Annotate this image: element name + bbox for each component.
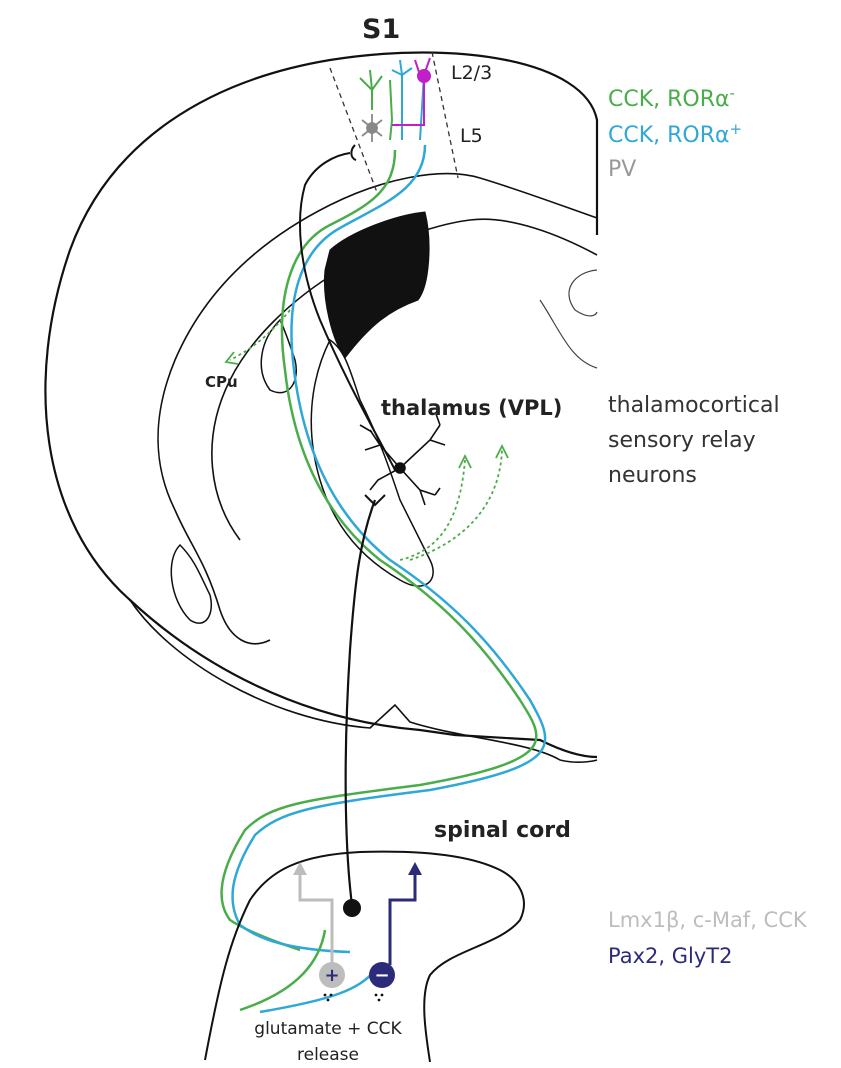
- lateral-fold: [171, 545, 211, 623]
- thal-dotted-arrow-1: [400, 460, 465, 560]
- layer-label-l5: L5: [460, 125, 483, 147]
- relay-neuron-label: thalamocortical sensory relay neurons: [608, 388, 780, 493]
- layer-label-l23: L2/3: [451, 62, 492, 84]
- spinothalamic-axon: [346, 500, 375, 905]
- region-label-thalamus: thalamus (VPL): [381, 396, 562, 420]
- legend-sup: -: [730, 84, 735, 102]
- legend-item-blue: CCK, RORα+: [608, 120, 742, 148]
- legend-item-gray: PV: [608, 157, 636, 182]
- legend-text: CCK, RORα: [608, 123, 730, 148]
- region-label-spinal-cord: spinal cord: [434, 818, 571, 843]
- release-label: glutamate + CCK release: [230, 1016, 426, 1068]
- release-line-2: release: [230, 1042, 426, 1068]
- minus-icon: −: [374, 965, 389, 986]
- relay-line-1: thalamocortical: [608, 388, 780, 423]
- legend-text: PV: [608, 157, 636, 182]
- lateral-ventricle: [324, 212, 429, 358]
- hippocampal-curve: [540, 270, 597, 368]
- page-title: S1: [362, 14, 400, 45]
- relay-line-2: sensory relay: [608, 423, 780, 458]
- legend-item-green: CCK, RORα-: [608, 84, 735, 112]
- tc-terminal-mark: [351, 145, 356, 160]
- green-terminal: [240, 930, 325, 1010]
- pv-interneuron: [362, 114, 382, 142]
- cpu-arrowhead: [226, 352, 238, 364]
- legend-sup: +: [730, 120, 743, 138]
- inhibitory-markers-label: Pax2, GlyT2: [608, 944, 732, 968]
- thalamus-region: [311, 340, 433, 586]
- plus-icon: +: [324, 965, 339, 986]
- excitatory-markers-label: Lmx1β, c-Maf, CCK: [608, 908, 807, 932]
- thal-dotted-arrow-2: [410, 450, 502, 560]
- inhibitory-interneuron: −: [369, 862, 422, 988]
- legend-text: CCK, RORα: [608, 87, 730, 112]
- brain-bottom-edge: [130, 600, 597, 762]
- blue-terminal: [260, 970, 375, 1012]
- projection-neuron-body: [343, 899, 361, 917]
- region-label-cpu: CPu: [205, 373, 238, 391]
- relay-line-3: neurons: [608, 458, 780, 493]
- release-line-1: glutamate + CCK: [230, 1016, 426, 1042]
- excitatory-interneuron: +: [293, 862, 345, 988]
